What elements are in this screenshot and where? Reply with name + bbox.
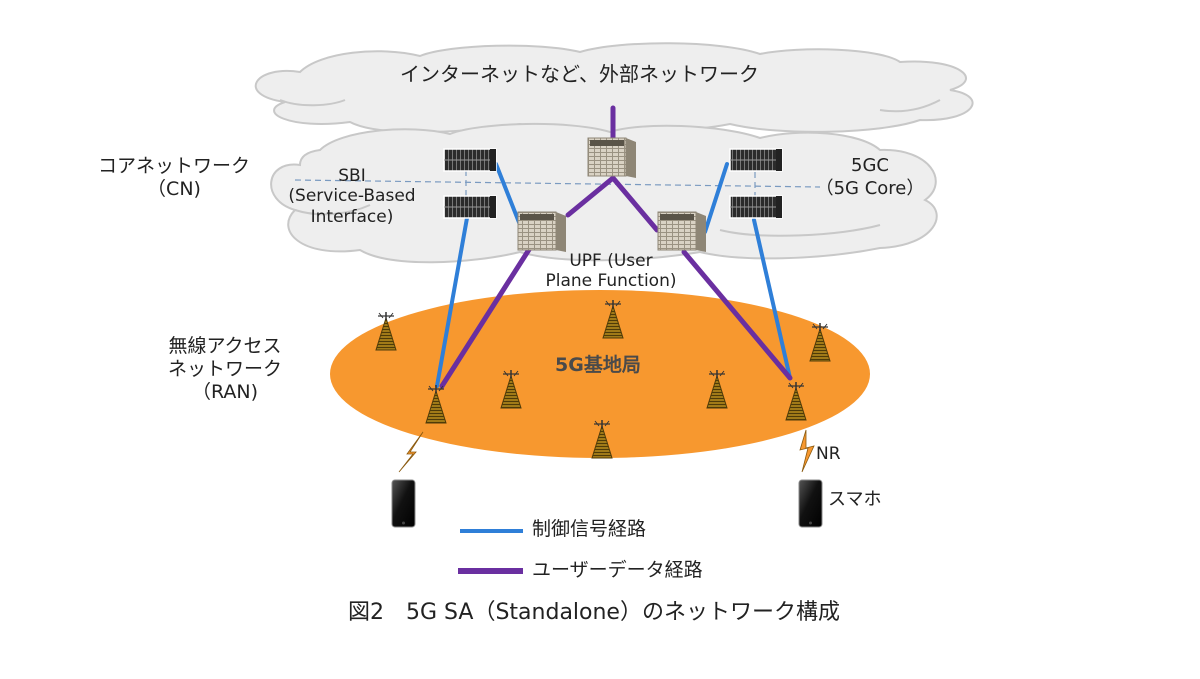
- router-icon: [517, 211, 566, 252]
- upf-label-line2: Plane Function): [545, 271, 677, 292]
- user-data-path-line: [681, 249, 793, 381]
- external-network-label: インターネットなど、外部ネットワーク: [400, 62, 759, 86]
- fivegc-label: 5GC （5G Core）: [800, 155, 940, 200]
- sbi-bus: [294, 170, 821, 198]
- base-station-tower-icon: [500, 370, 522, 409]
- core-network-label-line2: （CN): [147, 177, 201, 200]
- smartphone-label: スマホ: [828, 489, 882, 510]
- control-path-line: [703, 162, 729, 234]
- lightning-bolt-icon: [398, 431, 424, 473]
- server-icon: [443, 195, 497, 219]
- user-data-path-line: [610, 175, 660, 233]
- nr-label: NR: [816, 444, 841, 464]
- radio-link-right: [799, 429, 815, 473]
- lightning-bolt-icon: [799, 429, 815, 473]
- ran-label: 無線アクセス ネットワーク （RAN): [150, 335, 300, 403]
- ran-label-line2: ネットワーク: [167, 357, 282, 380]
- base-station-label: 5G基地局: [555, 354, 641, 376]
- legend-user-data-label: ユーザーデータ経路: [532, 559, 703, 581]
- smartphone-icon: [391, 479, 416, 528]
- base-station-tower-icon: [706, 370, 728, 409]
- base-station-tower-icon: [602, 300, 624, 339]
- smartphone-icon: [798, 479, 823, 528]
- server-icon: [729, 148, 783, 172]
- sbi-label-line2: (Service-Based: [288, 186, 416, 207]
- control-path-line: [752, 218, 792, 380]
- base-station-tower-icon: [591, 420, 613, 459]
- upf-label: UPF (User Plane Function): [526, 251, 696, 292]
- router-icon: [587, 137, 636, 178]
- radio-link-left: [398, 431, 424, 473]
- server-icon: [729, 195, 783, 219]
- external-network-cloud: [254, 42, 974, 135]
- user-data-paths: [439, 105, 793, 389]
- ran-label-line3: （RAN): [191, 380, 259, 403]
- server-icon: [443, 148, 497, 172]
- base-station-tower-icon: [809, 323, 831, 362]
- core-network-label-line1: コアネットワーク: [97, 155, 250, 177]
- smartphone-right: [798, 479, 823, 528]
- user-data-path-line: [439, 245, 533, 389]
- ran-label-line1: 無線アクセス: [168, 335, 282, 357]
- fivegc-label-line2: （5G Core）: [815, 177, 925, 199]
- legend-control-label: 制御信号経路: [532, 518, 647, 540]
- control-paths: [435, 162, 792, 388]
- upf-label-line1: UPF (User: [569, 251, 653, 271]
- ran-area: [330, 290, 870, 458]
- router-icon: [657, 211, 706, 252]
- core-network-label: コアネットワーク （CN): [84, 155, 264, 201]
- control-path-line: [435, 216, 469, 388]
- base-station-tower-icon: [785, 382, 807, 421]
- base-station-tower-icon: [425, 385, 447, 424]
- sbi-label: SBI (Service-Based Interface): [272, 166, 432, 227]
- base-station-tower-icon: [375, 312, 397, 351]
- user-data-path-line: [565, 175, 616, 218]
- smartphone-left: [391, 479, 416, 528]
- fivegc-label-line1: 5GC: [851, 155, 889, 176]
- figure-caption: 図2 5G SA（Standalone）のネットワーク構成: [348, 600, 840, 625]
- sbi-label-line3: Interface): [310, 206, 394, 227]
- sbi-label-line1: SBI: [338, 166, 366, 186]
